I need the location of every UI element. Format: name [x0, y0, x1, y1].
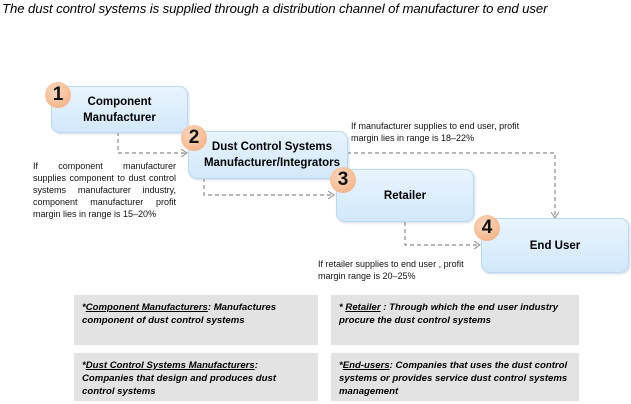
def-term: End-users	[342, 360, 390, 371]
def-term: Retailer	[345, 302, 381, 313]
node-retailer: Retailer	[336, 169, 474, 222]
def-prefix: *	[339, 302, 346, 313]
node-label-line1: Dust Control Systems	[211, 141, 333, 153]
node-label-line1: Component	[87, 95, 152, 108]
def-sep: :	[254, 360, 258, 371]
def-prefix: *	[339, 360, 343, 371]
step-badge-1: 1	[45, 82, 71, 108]
definition-retailer: * Retailer : Through which the end user …	[331, 295, 579, 345]
node-label: End User	[529, 239, 581, 252]
definition-dust-control-manufacturers: *Dust Control Systems Manufacturers: Com…	[74, 353, 318, 401]
def-term: Component Manufacturers	[85, 302, 208, 313]
note-component-margin: If component manufacturer supplies compo…	[33, 161, 176, 219]
note-manufacturer-margin: If manufacturer supplies to end user, pr…	[351, 121, 520, 143]
node-end-user: End User	[481, 218, 629, 273]
step-badge-2: 2	[181, 125, 207, 151]
def-prefix: *	[82, 302, 86, 313]
def-text: Through which the end user industry proc…	[339, 302, 559, 326]
def-text: Manufactures component of dust control s…	[82, 302, 277, 326]
diagram-title: The dust control systems is supplied thr…	[2, 1, 548, 16]
node-label-line2: Manufacturer	[83, 111, 156, 124]
node-label-line2: Manufacturer/Integrators	[203, 157, 341, 169]
def-text: Companies that design and produces dust …	[82, 373, 277, 397]
definition-component-manufacturers: *Component Manufacturers: Manufactures c…	[74, 295, 318, 345]
def-sep: :	[207, 302, 214, 313]
node-label: Retailer	[383, 189, 427, 202]
step-badge-3: 3	[330, 167, 356, 193]
arrow-component-to-manufacturer	[117, 132, 187, 153]
def-sep: :	[389, 360, 396, 371]
def-term: Dust Control Systems Manufacturers	[85, 360, 255, 371]
note-retailer-margin: If retailer supplies to end user , profi…	[318, 259, 464, 281]
def-text: Companies that uses the dust control sys…	[339, 360, 568, 397]
arrow-manufacturer-to-retailer	[203, 178, 334, 195]
step-badge-4: 4	[474, 215, 500, 241]
def-sep: :	[380, 302, 390, 313]
arrow-retailer-to-enduser	[404, 222, 480, 245]
definition-end-users: *End-users: Companies that uses the dust…	[331, 353, 579, 401]
def-prefix: *	[82, 360, 86, 371]
